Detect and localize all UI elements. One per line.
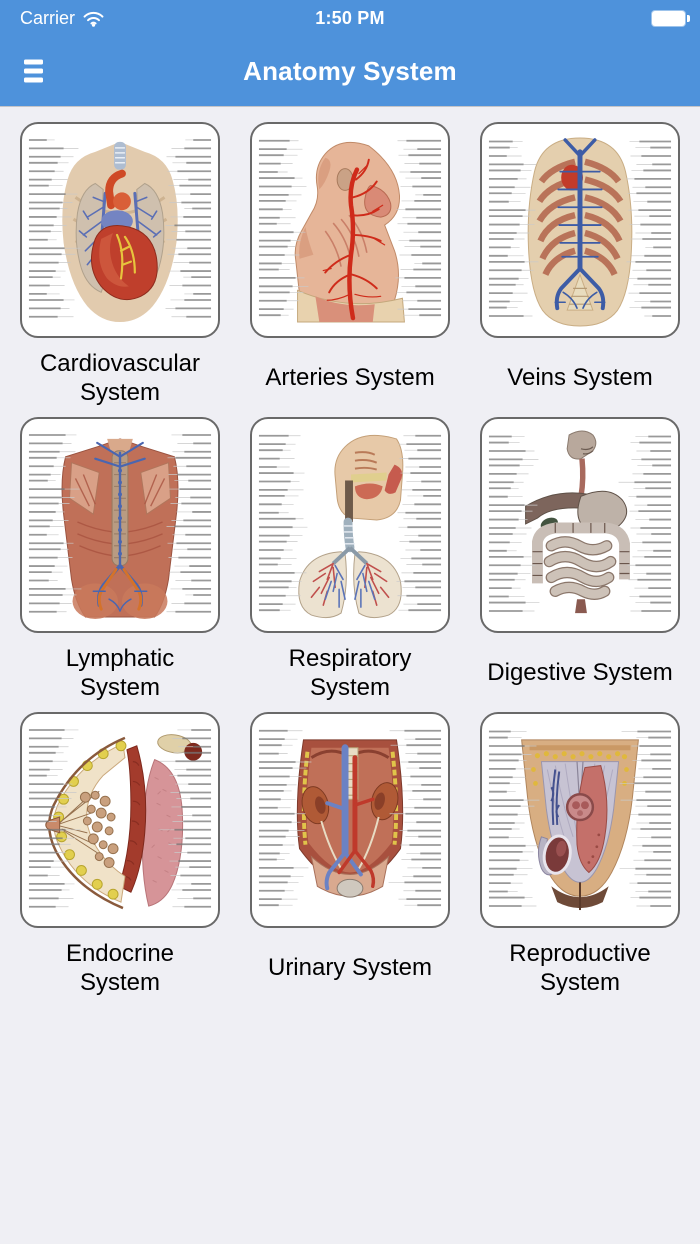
cardiovascular-thumbnail: [20, 122, 220, 338]
item-title-line1: Endocrine: [65, 939, 175, 967]
item-title: Cardiovascular System: [20, 338, 220, 417]
item-title: Arteries System: [250, 338, 450, 417]
annotation-labels: [488, 140, 672, 317]
item-title: Lymphatic System: [20, 633, 220, 712]
item-title-line2: System: [309, 673, 390, 701]
urinary-thumbnail: [250, 712, 450, 928]
annotation-labels: [28, 434, 212, 613]
clock-label: 1:50 PM: [315, 7, 385, 28]
item-title: Digestive System: [480, 633, 680, 712]
annotation-labels: [258, 729, 442, 907]
item-title-line1: Arteries System: [265, 364, 435, 391]
endocrine-figure: [45, 734, 203, 910]
respiratory-thumbnail: [250, 417, 450, 633]
item-title: Respiratory System: [250, 633, 450, 712]
reproductive-figure: [521, 739, 639, 911]
item-title-line1: Respiratory: [288, 644, 412, 672]
item-title-line1: Veins System: [507, 364, 653, 391]
item-title-line1: Reproductive: [509, 939, 651, 967]
lymphatic-thumbnail: [20, 417, 220, 633]
veins-figure: [527, 137, 633, 327]
app-screen: Carrier 1:50 PM: [0, 0, 700, 1007]
respiratory-illustration: [258, 434, 442, 619]
systems-grid: Cardiovascular System: [0, 106, 700, 1007]
grid-item-respiratory[interactable]: Respiratory System: [250, 417, 450, 712]
item-title-line1: Digestive System: [487, 659, 673, 686]
respiratory-figure: [298, 434, 404, 619]
lymphatic-illustration: [28, 434, 212, 619]
item-title-line2: System: [79, 968, 160, 996]
item-title-line1: Cardiovascular: [39, 349, 201, 377]
annotation-labels: [258, 139, 442, 317]
veins-illustration: [488, 137, 672, 327]
arteries-illustration: [258, 139, 442, 323]
annotation-labels: [488, 435, 672, 612]
menu-button[interactable]: [18, 54, 49, 89]
navigation-bar: Anatomy System: [0, 36, 700, 106]
item-title: Veins System: [480, 338, 680, 417]
digestive-thumbnail: [480, 417, 680, 633]
lymphatic-figure: [61, 438, 179, 619]
cardiovascular-illustration: [28, 139, 212, 323]
status-right: [652, 10, 690, 26]
grid-item-veins[interactable]: Veins System: [480, 122, 680, 417]
veins-thumbnail: [480, 122, 680, 338]
annotation-labels: [258, 434, 442, 612]
grid-item-reproductive[interactable]: Reproductive System: [480, 712, 680, 1007]
annotation-labels: [28, 139, 212, 318]
digestive-illustration: [488, 430, 672, 614]
item-title: Urinary System: [250, 928, 450, 1007]
annotation-labels: [28, 729, 212, 908]
item-title-line2: System: [79, 673, 160, 701]
grid-item-urinary[interactable]: Urinary System: [250, 712, 450, 1007]
urinary-illustration: [258, 729, 442, 907]
wifi-icon: [83, 11, 104, 27]
grid-item-arteries[interactable]: Arteries System: [250, 122, 450, 417]
status-left: Carrier: [20, 8, 105, 29]
item-title: Reproductive System: [480, 928, 680, 1007]
annotation-labels: [488, 730, 672, 907]
item-title: Endocrine System: [20, 928, 220, 1007]
arteries-thumbnail: [250, 122, 450, 338]
endocrine-illustration: [28, 729, 212, 910]
item-title-line2: System: [539, 968, 620, 996]
reproductive-illustration: [488, 730, 672, 911]
arteries-figure: [294, 141, 405, 323]
grid-item-digestive[interactable]: Digestive System: [480, 417, 680, 712]
reproductive-thumbnail: [480, 712, 680, 928]
urinary-figure: [296, 739, 404, 898]
item-title-line1: Lymphatic: [65, 644, 175, 672]
grid-item-lymphatic[interactable]: Lymphatic System: [20, 417, 220, 712]
header: Carrier 1:50 PM: [0, 0, 700, 106]
battery-icon: [652, 10, 690, 26]
status-bar: Carrier 1:50 PM: [0, 0, 700, 36]
grid-item-endocrine[interactable]: Endocrine System: [20, 712, 220, 1007]
grid-item-cardiovascular[interactable]: Cardiovascular System: [20, 122, 220, 417]
item-title-line1: Urinary System: [267, 954, 433, 981]
hamburger-menu-icon: [24, 59, 43, 83]
cardiovascular-figure: [62, 141, 178, 323]
digestive-figure: [525, 430, 630, 614]
item-title-line2: System: [79, 378, 160, 406]
carrier-label: Carrier: [20, 7, 76, 28]
endocrine-thumbnail: [20, 712, 220, 928]
page-title: Anatomy System: [243, 55, 457, 86]
